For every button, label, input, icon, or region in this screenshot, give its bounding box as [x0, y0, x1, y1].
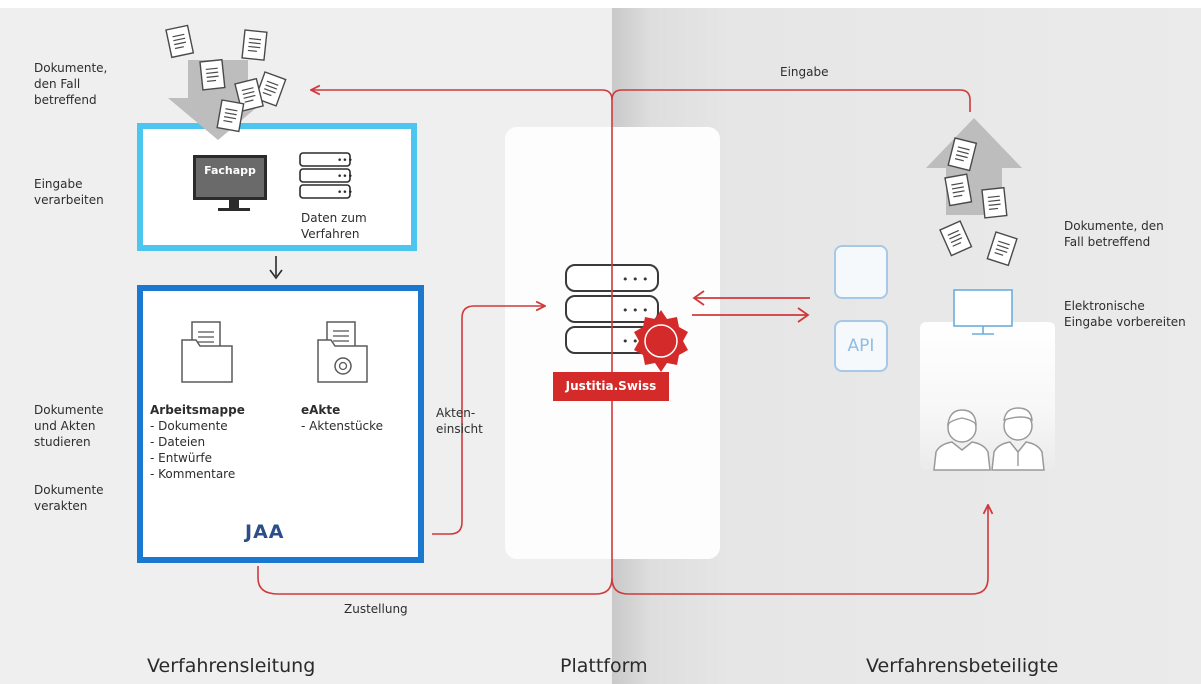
studieren-label: Dokumente und Akten studieren — [34, 403, 104, 449]
svg-text:•••: ••• — [337, 156, 353, 166]
arbeitsmappe-title: Arbeitsmappe — [150, 403, 245, 417]
elektronische-eingabe-label: Elektronische Eingabe vorbereiten — [1064, 299, 1186, 329]
akteneinsicht-label: Akten- einsicht — [436, 406, 483, 436]
document-stack-icon — [165, 24, 287, 140]
verakten-label: Dokumente verakten — [34, 483, 104, 513]
jaa-label: JAA — [245, 521, 285, 543]
document-stack-icon — [926, 118, 1022, 267]
fachapp-box — [137, 123, 417, 251]
users-icon — [933, 407, 1045, 471]
zustellung-label: Zustellung — [344, 602, 408, 616]
eingabe-top-label: Eingabe — [780, 65, 829, 79]
right-doc-label: Dokumente, den Fall betreffend — [1064, 219, 1164, 249]
svg-text:•••: ••• — [337, 172, 353, 182]
footer-verfahrensbeteiligte: Verfahrensbeteiligte — [866, 655, 1059, 677]
fachapp-monitor-screen: Fachapp — [193, 155, 267, 200]
daten-label: Daten zum Verfahren — [301, 211, 367, 241]
flow-lines — [257, 90, 988, 595]
folder-gear-icon — [317, 321, 368, 383]
svg-text:• • •: • • • — [622, 304, 648, 317]
folder-document-icon — [181, 321, 233, 383]
down-arrow-icon — [269, 256, 283, 280]
eakte-title: eAkte — [301, 403, 341, 417]
monitor-icon — [218, 200, 250, 211]
eingabe-verarbeiten-label: Eingabe verarbeiten — [34, 177, 104, 207]
justitia-badge: Justitia.Swiss — [553, 372, 669, 401]
fachapp-screen-label: Fachapp — [196, 158, 264, 197]
eakte-items: - Aktenstücke — [301, 419, 384, 433]
arbeitsmappe-items: - Dokumente - Dateien - Entwürfe - Komme… — [150, 419, 236, 481]
footer-verfahrensleitung: Verfahrensleitung — [147, 655, 316, 677]
top-edge — [0, 0, 1201, 8]
two-way-arrows — [692, 290, 810, 323]
seal-icon — [634, 310, 688, 372]
database-icon: ••• ••• ••• — [299, 152, 353, 199]
footer-plattform: Plattform — [560, 655, 648, 677]
left-doc-label: Dokumente, den Fall betreffend — [34, 61, 108, 107]
web-box — [834, 245, 888, 299]
svg-text:• • •: • • • — [622, 273, 648, 286]
jaa-box — [137, 285, 424, 563]
monitor-icon — [953, 289, 1013, 335]
api-box: API — [834, 320, 888, 372]
svg-text:•••: ••• — [337, 188, 353, 198]
